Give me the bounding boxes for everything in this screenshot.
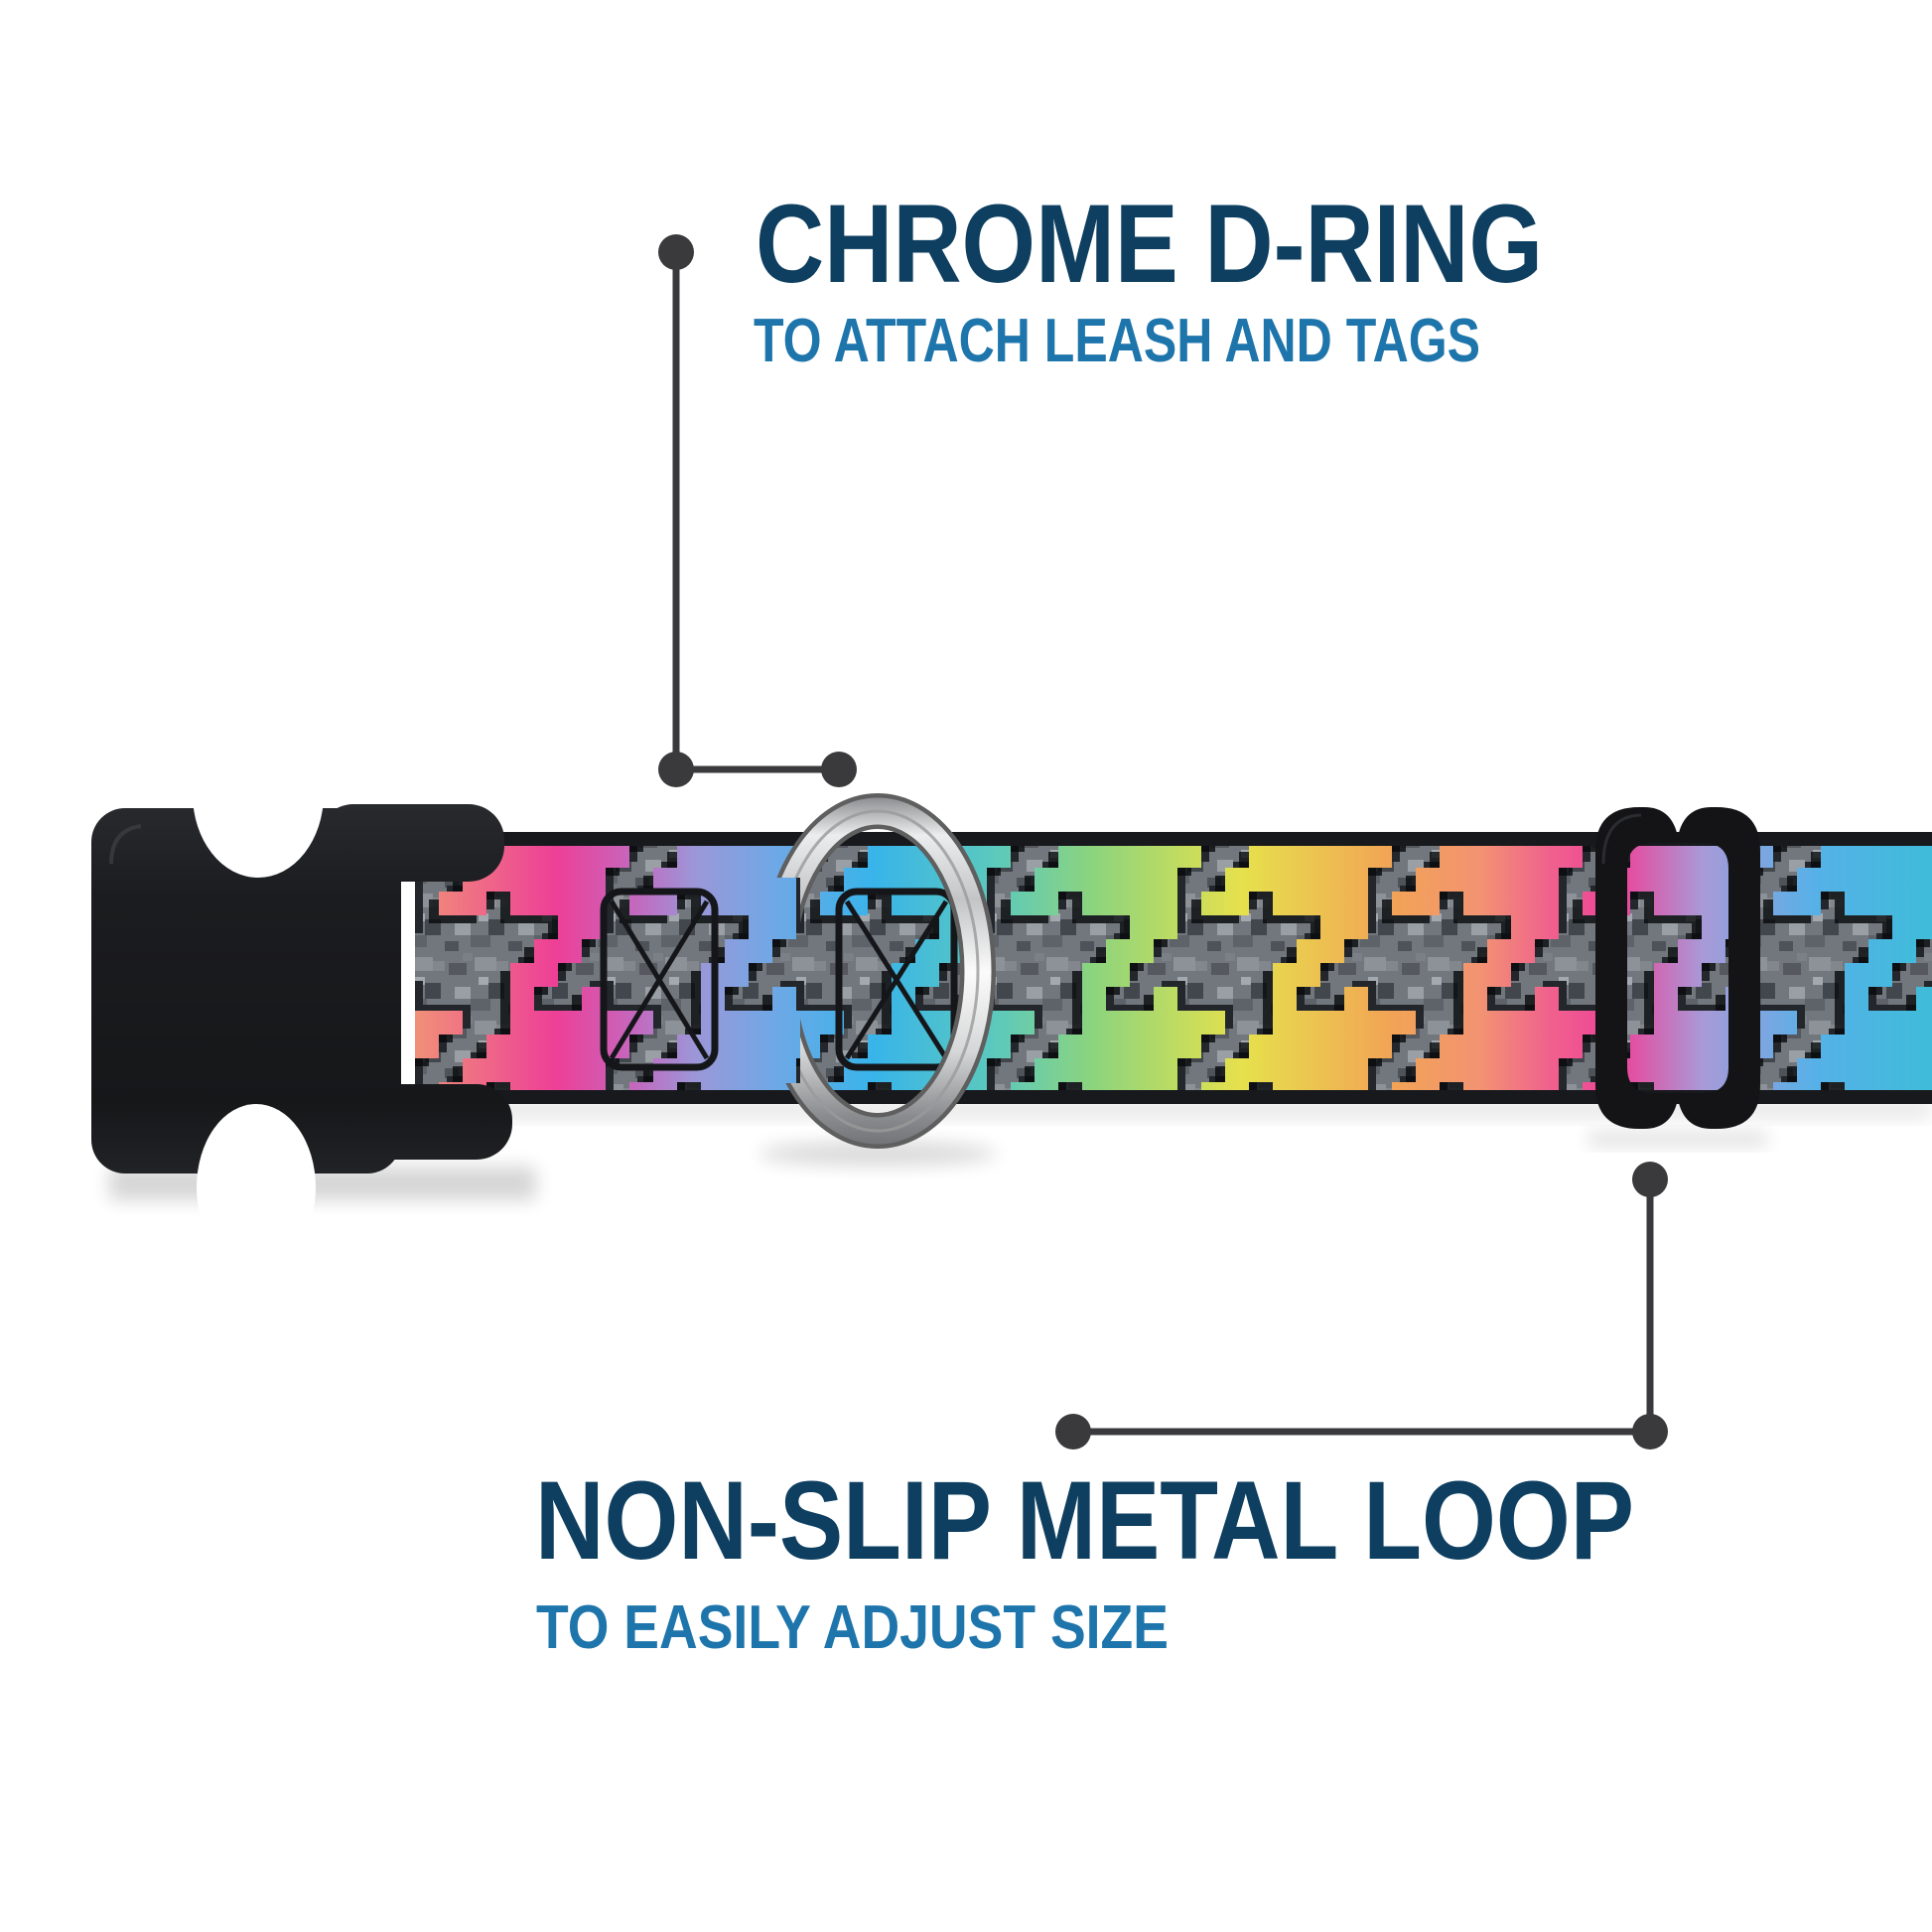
buckle-top-notch [193,711,324,878]
top-callout-subtitle: TO ATTACH LEASH AND TAGS [754,307,1480,375]
buckle-body [91,808,401,1173]
top-callout [658,234,857,787]
top-callout-dot-target [821,752,857,787]
bottom-callout-subtitle: TO EASILY ADJUST SIZE [536,1593,1169,1662]
bottom-callout-dot-text [1055,1414,1091,1449]
adjuster-highlight [1601,813,1642,865]
buckle-bottom-notch [197,1104,316,1271]
webbing-top-edge [415,832,1932,846]
bottom-callout-title: NON-SLIP METAL LOOP [535,1458,1634,1583]
adjuster-shadow [1588,1132,1767,1146]
buckle-highlight [109,824,142,865]
stitch-boxes [600,888,958,1071]
stitch-box-right [835,888,958,1071]
top-callout-title: CHROME D-RING [756,182,1543,306]
stitch-x-right-2 [844,899,949,1060]
side-release-buckle [91,711,512,1271]
adjuster-frame [1595,807,1760,1129]
stitch-box-left [600,888,719,1071]
slide-adjuster-loop [1595,807,1760,1129]
bottom-callout [1055,1162,1668,1449]
houndstooth-rainbow-layer [415,832,1932,1104]
dring-shadow [759,1141,997,1167]
stitch-x-left-2 [609,899,710,1060]
